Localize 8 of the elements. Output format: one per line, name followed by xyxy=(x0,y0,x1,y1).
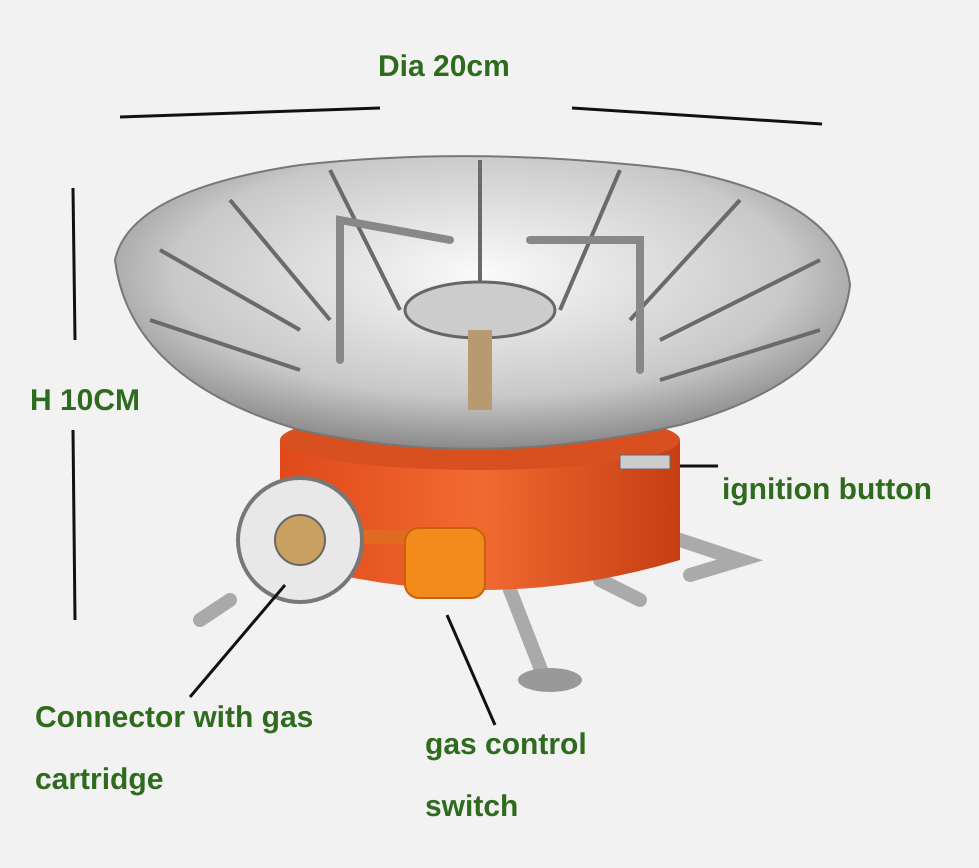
leader-line xyxy=(188,584,286,698)
part-label: Connector with gas cartridge xyxy=(35,687,375,811)
part-label: gas control switch xyxy=(425,714,635,838)
dimension-label: Dia 20cm xyxy=(378,49,510,85)
part-label: ignition button xyxy=(722,459,979,521)
leader-line xyxy=(680,464,718,468)
leader-line xyxy=(446,614,496,726)
dimension-label: H 10CM xyxy=(30,383,140,419)
